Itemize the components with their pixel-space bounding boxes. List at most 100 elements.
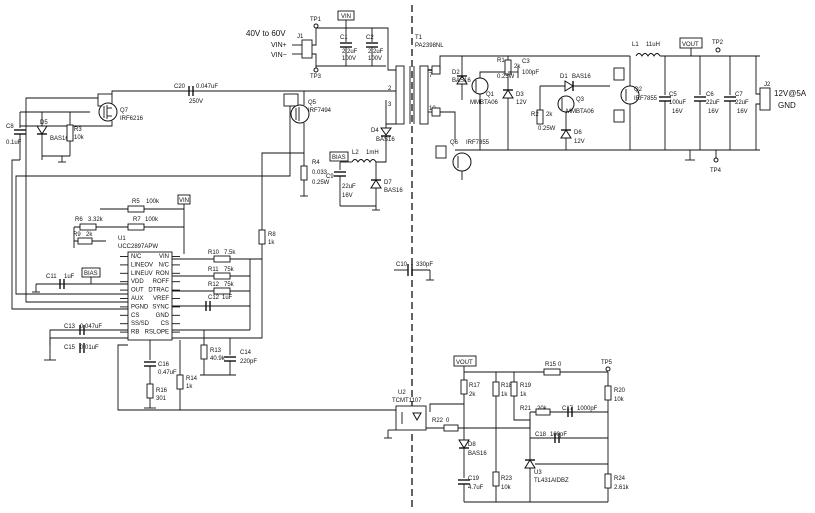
r24-resistor [604, 473, 612, 489]
u1-pin-label: CS [131, 313, 139, 319]
feedback-section: VOUT R15 0 TP5 R17 2k U2 TCMT1107 R22 0 … [384, 355, 630, 503]
d4-diode [380, 127, 392, 136]
c13-value: 0.047uF [80, 324, 102, 330]
r10-ref: R10 [208, 250, 220, 256]
r7-ref: R7 [133, 217, 141, 223]
r3-ref: R3 [74, 127, 82, 133]
controller-u1: VIN R5 100k R6 3.32k R7 100k R9 2k U1 UC… [73, 194, 191, 341]
r22-value: 0 [446, 418, 450, 424]
r10-value: 7.5k [224, 250, 236, 256]
u1-pin-label: CS [161, 321, 169, 327]
u1-pin-label: SS/SD [131, 321, 150, 327]
q5-gate-box [283, 93, 299, 107]
t1-part: PA2398NL [415, 43, 444, 49]
d6-zener [560, 129, 572, 139]
r2-ref: R2 [531, 112, 539, 118]
r15-resistor [543, 368, 561, 376]
u1-part: UCC2897APW [118, 244, 158, 250]
r13-ref: R13 [210, 348, 222, 354]
c12-ref: C12 [208, 295, 220, 301]
secondary-bottom-pad [431, 107, 441, 117]
q7-mosfet [98, 102, 118, 122]
r19-value: 1k [520, 392, 527, 398]
tp5-marker [605, 366, 611, 372]
r6-resistor [79, 223, 97, 231]
bias-net-label: BIAS [332, 155, 346, 161]
j1-ref: J1 [297, 34, 304, 40]
d8-ref: D8 [468, 442, 476, 448]
u1-pin-label: PGND [131, 304, 149, 310]
c2-ref: C2 [366, 35, 374, 41]
j2-connector [759, 87, 771, 111]
r23-value: 10k [501, 485, 512, 491]
vout-net-label-2: VOUT [456, 360, 473, 366]
r2-resistor [536, 109, 544, 125]
d3-ref: D3 [516, 92, 524, 98]
c17-value: 1000pF [577, 406, 598, 412]
q2-gate-box [613, 67, 625, 81]
r3-resistor [66, 124, 74, 142]
r5-ref: R5 [132, 199, 140, 205]
c20-ref: C20 [174, 84, 186, 90]
r16-ref: R16 [156, 388, 168, 394]
c2-rating: 100V [368, 56, 382, 62]
c11-value: 1uF [64, 274, 75, 280]
r20-value: 10k [614, 397, 625, 403]
u2-part: TCMT1107 [392, 398, 422, 404]
tp1-label: TP1 [310, 17, 322, 23]
r11-resistor [213, 272, 231, 280]
d5-diode [36, 125, 48, 135]
t1-pin7: 7 [429, 73, 433, 79]
c8-value: 0.1uF [6, 140, 22, 146]
c1-value: 2.2uF [342, 49, 358, 55]
c11-ref: C11 [46, 274, 57, 280]
c7-ref: C7 [735, 92, 743, 98]
r14-value: 1k [186, 384, 193, 390]
u1-pin-label: RSLOPE [145, 330, 169, 336]
r6-ref: R6 [75, 217, 83, 223]
c17-ref: C17 [562, 406, 574, 412]
u1-pin-label: GND [156, 313, 170, 319]
r4-resistor [300, 165, 308, 181]
c16-ref: C16 [158, 362, 170, 368]
l2-inductor [351, 159, 377, 163]
q5-part: IRF7494 [308, 108, 332, 114]
d2-part: BAS16 [452, 78, 471, 84]
r17-resistor [460, 379, 468, 395]
r5-resistor [127, 205, 145, 213]
output-voltage-label: 12V@5A [774, 89, 807, 98]
u2-ref: U2 [398, 390, 406, 396]
r11-ref: R11 [208, 267, 219, 273]
r17-value: 2k [469, 392, 476, 398]
c18-ref: C18 [535, 432, 547, 438]
t1-pin2: 2 [388, 86, 392, 92]
r14-ref: R14 [186, 376, 198, 382]
tp4-label: TP4 [710, 168, 722, 174]
c5-rating: 16V [672, 109, 683, 115]
c7-rating: 16V [737, 109, 748, 115]
bias-net-label-2: BIAS [84, 271, 98, 277]
c7-value: 22uF [735, 100, 749, 106]
q7-ref: Q7 [120, 108, 129, 114]
c19-value: 4.7uF [468, 485, 484, 491]
t1-secondary-winding [419, 65, 429, 125]
r19-resistor [510, 381, 518, 397]
u1-pin-label: LINEOV [131, 262, 153, 268]
tp2-marker [715, 47, 721, 53]
d3-zener [502, 89, 514, 99]
r22-ref: R22 [432, 418, 444, 424]
r20-ref: R20 [614, 388, 626, 394]
vin-minus-label: VIN− [271, 52, 287, 59]
d8-part: BAS16 [468, 451, 487, 457]
vout-net-label: VOUT [682, 42, 699, 48]
secondary-top-pad [431, 65, 441, 75]
c20-rating: 250V [189, 99, 203, 105]
d1-diode [564, 80, 574, 92]
u1-pin-label: OUT [131, 288, 144, 294]
r2-rating: 0.25W [538, 126, 556, 132]
u1-ref: U1 [118, 236, 126, 242]
r12-ref: R12 [208, 282, 220, 288]
secondary-rectifier: D2 BAS16 Q1 MMBTA06 R1 2k 0.25W C3 100pF… [428, 55, 658, 180]
tp2-label: TP2 [712, 40, 724, 46]
r3-value: 10k [74, 135, 85, 141]
